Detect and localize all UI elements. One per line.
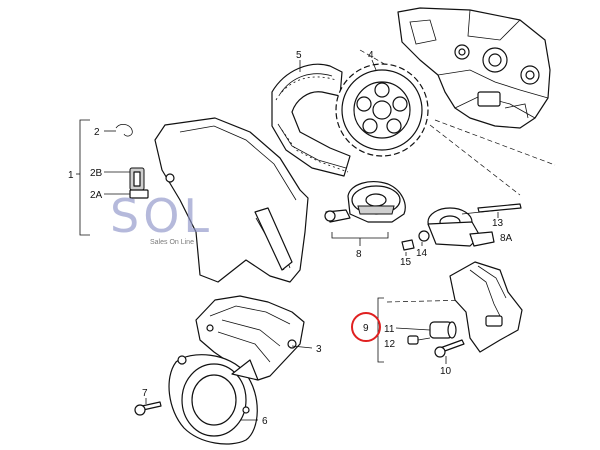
- retaining-clip-2: [115, 124, 133, 137]
- assembly-line-bracket: [386, 299, 471, 303]
- callout-12: 12: [384, 339, 396, 350]
- callout-8a: 8A: [500, 233, 513, 244]
- lower-timing-cover: [195, 295, 305, 381]
- callout-13: 13: [492, 218, 504, 229]
- callout-6: 6: [262, 416, 268, 427]
- callout-2: 2: [94, 127, 100, 138]
- leader-4: [371, 59, 377, 71]
- group-bracket-8: [331, 232, 389, 239]
- assembly-line-block-to-tensioner: [434, 119, 556, 166]
- logo-tagline: Sales On Line: [150, 239, 194, 246]
- callout-2b: 2B: [90, 168, 103, 179]
- cover-grommet: [165, 173, 175, 183]
- engine-block: [397, 7, 551, 129]
- group-bracket-9: [377, 297, 384, 363]
- timing-belt: [271, 63, 351, 177]
- callout-14: 14: [416, 248, 428, 259]
- bolt-7: [134, 401, 162, 416]
- bolt-10: [434, 339, 465, 358]
- callout-5: 5: [296, 50, 302, 61]
- retaining-clip-2b: [129, 167, 145, 191]
- callout-1: 1: [68, 170, 74, 181]
- tensioner-roller: [324, 181, 406, 223]
- spacer-sleeve: [429, 321, 457, 339]
- group-bracket-1: [79, 119, 90, 236]
- logo-text: SOL: [110, 189, 213, 243]
- stud-bolt: [477, 203, 522, 213]
- assembly-line-block-to-pulley: [429, 124, 521, 196]
- callout-2a: 2A: [90, 190, 103, 201]
- callout-15: 15: [400, 257, 412, 268]
- callout-7: 7: [142, 388, 148, 399]
- upper-timing-cover: [154, 117, 309, 283]
- nut: [401, 239, 415, 251]
- tensioner-bracket: [449, 261, 523, 353]
- callout-8: 8: [356, 249, 362, 260]
- callout-9: 9: [363, 323, 369, 334]
- sol-watermark-logo: SOL Sales On Line: [110, 189, 213, 246]
- camshaft-sprocket: [335, 63, 429, 157]
- washer: [418, 230, 430, 242]
- highlight-circle: [351, 312, 381, 342]
- idler-pulley: [427, 207, 501, 247]
- leader-11: [395, 327, 431, 331]
- callout-11: 11: [384, 324, 395, 335]
- callout-4: 4: [368, 50, 374, 61]
- callout-3: 3: [316, 344, 322, 355]
- sleeve-12: [407, 335, 431, 345]
- crankshaft-cover: [168, 354, 259, 445]
- leader-3: [291, 345, 313, 349]
- callout-10: 10: [440, 366, 452, 377]
